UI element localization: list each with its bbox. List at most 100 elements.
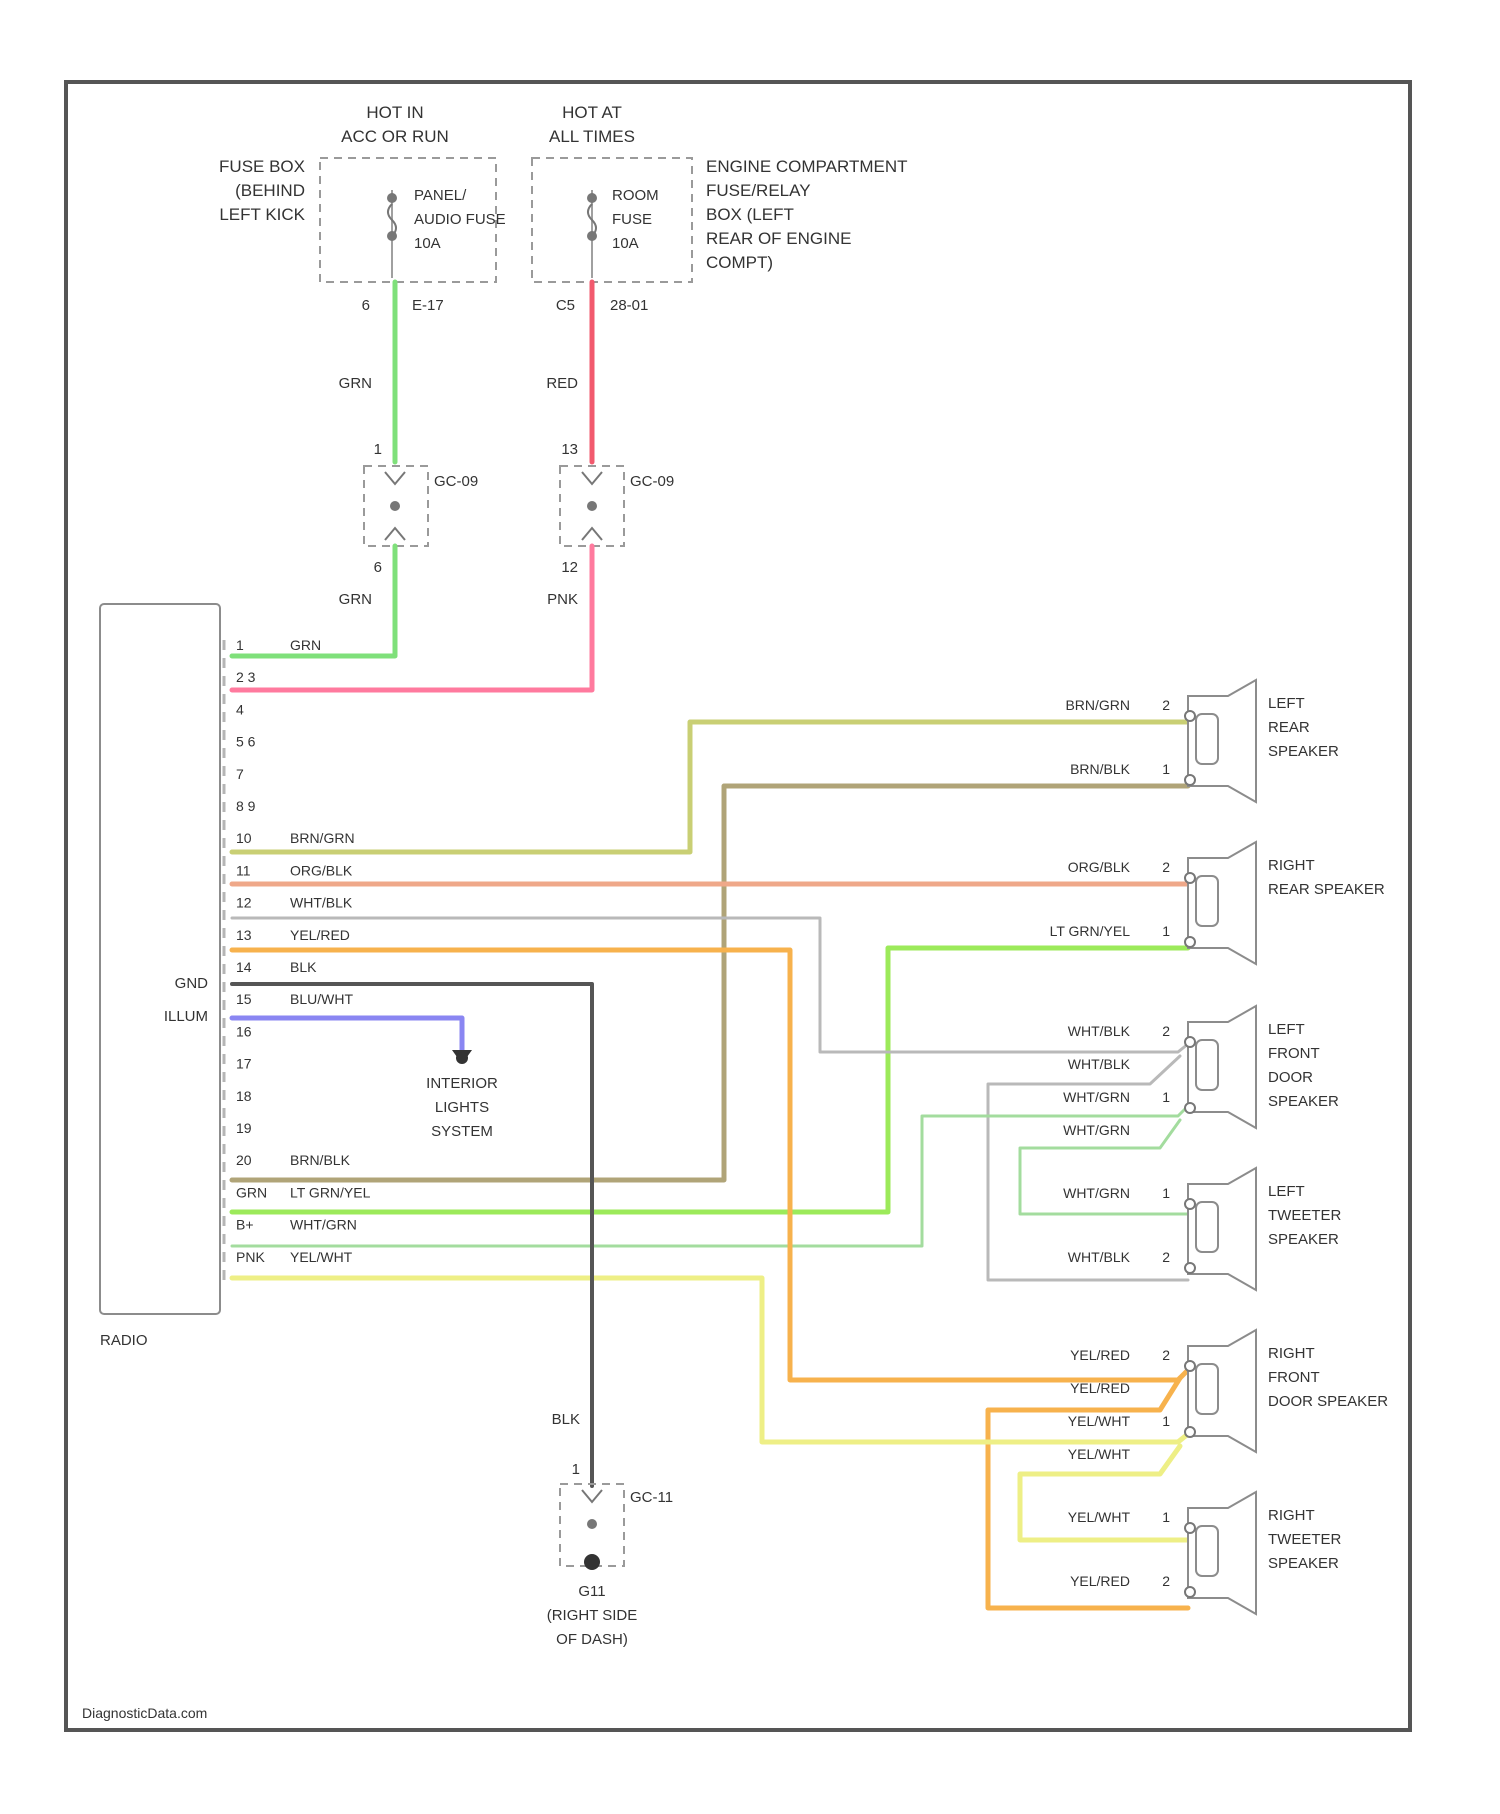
ground-name-3: OF DASH) — [556, 1631, 628, 1648]
ground-connector-symbol — [582, 1490, 602, 1570]
speaker-coil — [1196, 1526, 1218, 1576]
speaker-name-line: REAR SPEAKER — [1268, 881, 1385, 898]
fuse2-label-3: 10A — [612, 235, 639, 252]
fuse1-label-1: PANEL/ — [414, 187, 467, 204]
connector-gc09-1-pin-top: 1 — [374, 441, 382, 458]
speaker-wire-label: YEL/WHT — [1068, 1413, 1131, 1429]
speaker-name-line: RIGHT — [1268, 857, 1315, 874]
fuse-symbol-room — [587, 190, 597, 278]
speaker-wire-label: YEL/RED — [1070, 1573, 1130, 1589]
speaker-wire-label: WHT/GRN — [1063, 1122, 1130, 1138]
connector-gc09-1-pin-bottom: 6 — [374, 559, 382, 576]
radio-pin-number: 18 — [236, 1088, 252, 1104]
radio-pin-number: 10 — [236, 830, 252, 846]
speaker-terminal — [1185, 1427, 1195, 1437]
speaker-name-line: LEFT — [1268, 1183, 1305, 1200]
speaker-name-line: TWEETER — [1268, 1531, 1341, 1548]
ground-name-2: (RIGHT SIDE — [547, 1607, 638, 1624]
speaker-wire-label: BRN/BLK — [1070, 761, 1131, 777]
fuse2-label-2: FUSE — [612, 211, 652, 228]
label-engine-comp-5: COMPT) — [706, 253, 773, 272]
wire-yel-red — [232, 950, 1188, 1380]
speaker-terminal — [1185, 1037, 1195, 1047]
radio-pin-number: 2 3 — [236, 669, 256, 685]
wire-layer — [232, 546, 1188, 1608]
wire-grn-mid-label: GRN — [339, 591, 372, 608]
speaker-name-line: SPEAKER — [1268, 1231, 1339, 1248]
speaker-pin-number: 1 — [1162, 1089, 1170, 1105]
wire-red-top-label: RED — [546, 375, 578, 392]
radio-pin-number: 20 — [236, 1152, 252, 1168]
speaker-terminal — [1185, 775, 1195, 785]
speaker-terminal — [1185, 1361, 1195, 1371]
speaker-wire-label: WHT/GRN — [1063, 1185, 1130, 1201]
wire-wht-grn — [232, 1106, 1188, 1246]
speaker-pin-number: 2 — [1162, 859, 1170, 875]
label-hot-all-times-2: ALL TIMES — [549, 127, 635, 146]
wire-blu-wht — [232, 1018, 462, 1052]
label-hot-all-times-1: HOT AT — [562, 103, 622, 122]
radio-pin-number: 17 — [236, 1056, 252, 1072]
speaker-pin-number: 1 — [1162, 923, 1170, 939]
label-engine-comp-3: BOX (LEFT — [706, 205, 794, 224]
speaker-pin-number: 2 — [1162, 1023, 1170, 1039]
speaker-wire-label: YEL/WHT — [1068, 1509, 1131, 1525]
speaker-name-line: FRONT — [1268, 1369, 1320, 1386]
speaker-coil — [1196, 876, 1218, 926]
connector-gc09-2-symbol — [582, 472, 602, 540]
speaker-terminal — [1185, 937, 1195, 947]
speaker-name-line: SPEAKER — [1268, 1555, 1339, 1572]
speaker-coil — [1196, 1364, 1218, 1414]
fuse1-pin-a: 6 — [362, 297, 370, 314]
label-hot-acc-run-1: HOT IN — [366, 103, 423, 122]
radio-pin-number: 16 — [236, 1023, 252, 1039]
connector-gc09-2-pin-top: 13 — [561, 441, 578, 458]
speaker-terminal — [1185, 1199, 1195, 1209]
radio-pin-number: 8 9 — [236, 798, 256, 814]
interior-lights-label-2: LIGHTS — [435, 1099, 489, 1116]
fuse2-pin-b: 28-01 — [610, 297, 648, 314]
speaker-name-line: TWEETER — [1268, 1207, 1341, 1224]
radio-pin-number: PNK — [236, 1249, 265, 1265]
speaker-terminal — [1185, 1523, 1195, 1533]
wire-blk-ground — [232, 984, 592, 1486]
speaker-name-line: LEFT — [1268, 695, 1305, 712]
radio-pin-number: 1 — [236, 637, 244, 653]
speaker-terminal — [1185, 1263, 1195, 1273]
speaker-pin-number: 1 — [1162, 1413, 1170, 1429]
speaker-wire-label: BRN/GRN — [1065, 697, 1130, 713]
speaker-wire-label: WHT/BLK — [1068, 1249, 1131, 1265]
speaker-name-line: DOOR SPEAKER — [1268, 1393, 1388, 1410]
radio-pin-wire-label: WHT/BLK — [290, 895, 353, 911]
radio-pin-number: 12 — [236, 895, 252, 911]
ground-connector-name: GC-11 — [630, 1489, 673, 1506]
radio-illum-label: ILLUM — [164, 1008, 208, 1025]
radio-pin-number: 4 — [236, 701, 244, 717]
radio-pin-wire-label: BRN/BLK — [290, 1152, 351, 1168]
fuse1-label-3: 10A — [414, 235, 441, 252]
ground-connector-pin: 1 — [572, 1461, 580, 1478]
radio-pin-wire-label: BLK — [290, 959, 317, 975]
connector-gc09-2-name: GC-09 — [630, 473, 674, 490]
speaker-wire-label: YEL/RED — [1070, 1347, 1130, 1363]
speaker-terminal — [1185, 1587, 1195, 1597]
speaker-name-line: RIGHT — [1268, 1507, 1315, 1524]
speaker-coil — [1196, 1040, 1218, 1090]
radio-pin-number: 13 — [236, 927, 252, 943]
speaker: LEFTFRONTDOORSPEAKERWHT/BLK2WHT/BLKWHT/G… — [1063, 1006, 1339, 1138]
wire-pnk-mid-label: PNK — [547, 591, 578, 608]
radio-pin-wire-label: BLU/WHT — [290, 991, 353, 1007]
wire-lt-grn-yel — [232, 948, 1188, 1212]
label-hot-acc-run-2: ACC OR RUN — [341, 127, 449, 146]
ground-wire-label: BLK — [552, 1411, 580, 1428]
radio-pin-wire-label: WHT/GRN — [290, 1217, 357, 1233]
radio-pin-number: 14 — [236, 959, 252, 975]
speaker-wire-label: ORG/BLK — [1068, 859, 1131, 875]
speaker-wire-label: LT GRN/YEL — [1050, 923, 1131, 939]
radio-pin-number: 11 — [236, 862, 251, 878]
radio-pin-wire-label: LT GRN/YEL — [290, 1184, 371, 1200]
radio-pin-number: 7 — [236, 766, 244, 782]
label-engine-comp-2: FUSE/RELAY — [706, 181, 811, 200]
